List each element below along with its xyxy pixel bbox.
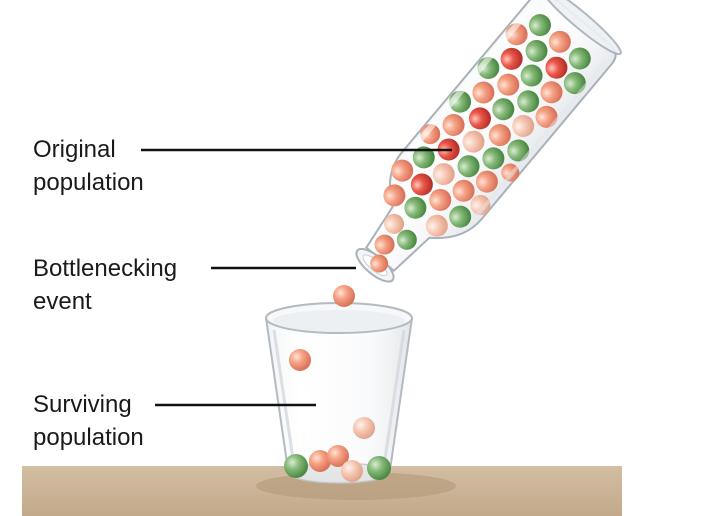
label-bottleneck-line1: Bottlenecking bbox=[33, 255, 178, 282]
label-original-population: Original population bbox=[33, 133, 144, 199]
label-bottleneck-line2: event bbox=[33, 288, 92, 315]
label-original-line2: population bbox=[33, 169, 144, 196]
label-surviving-line1: Surviving bbox=[33, 391, 132, 418]
label-surviving-population: Surviving population bbox=[33, 388, 144, 454]
surviving-marbles bbox=[284, 349, 391, 482]
bottle bbox=[355, 0, 622, 283]
label-original-line1: Original bbox=[33, 136, 116, 163]
original-marbles bbox=[374, 14, 591, 255]
label-bottlenecking-event: Bottlenecking event bbox=[33, 252, 177, 318]
label-surviving-line2: population bbox=[33, 424, 144, 451]
falling-marble bbox=[333, 285, 355, 307]
